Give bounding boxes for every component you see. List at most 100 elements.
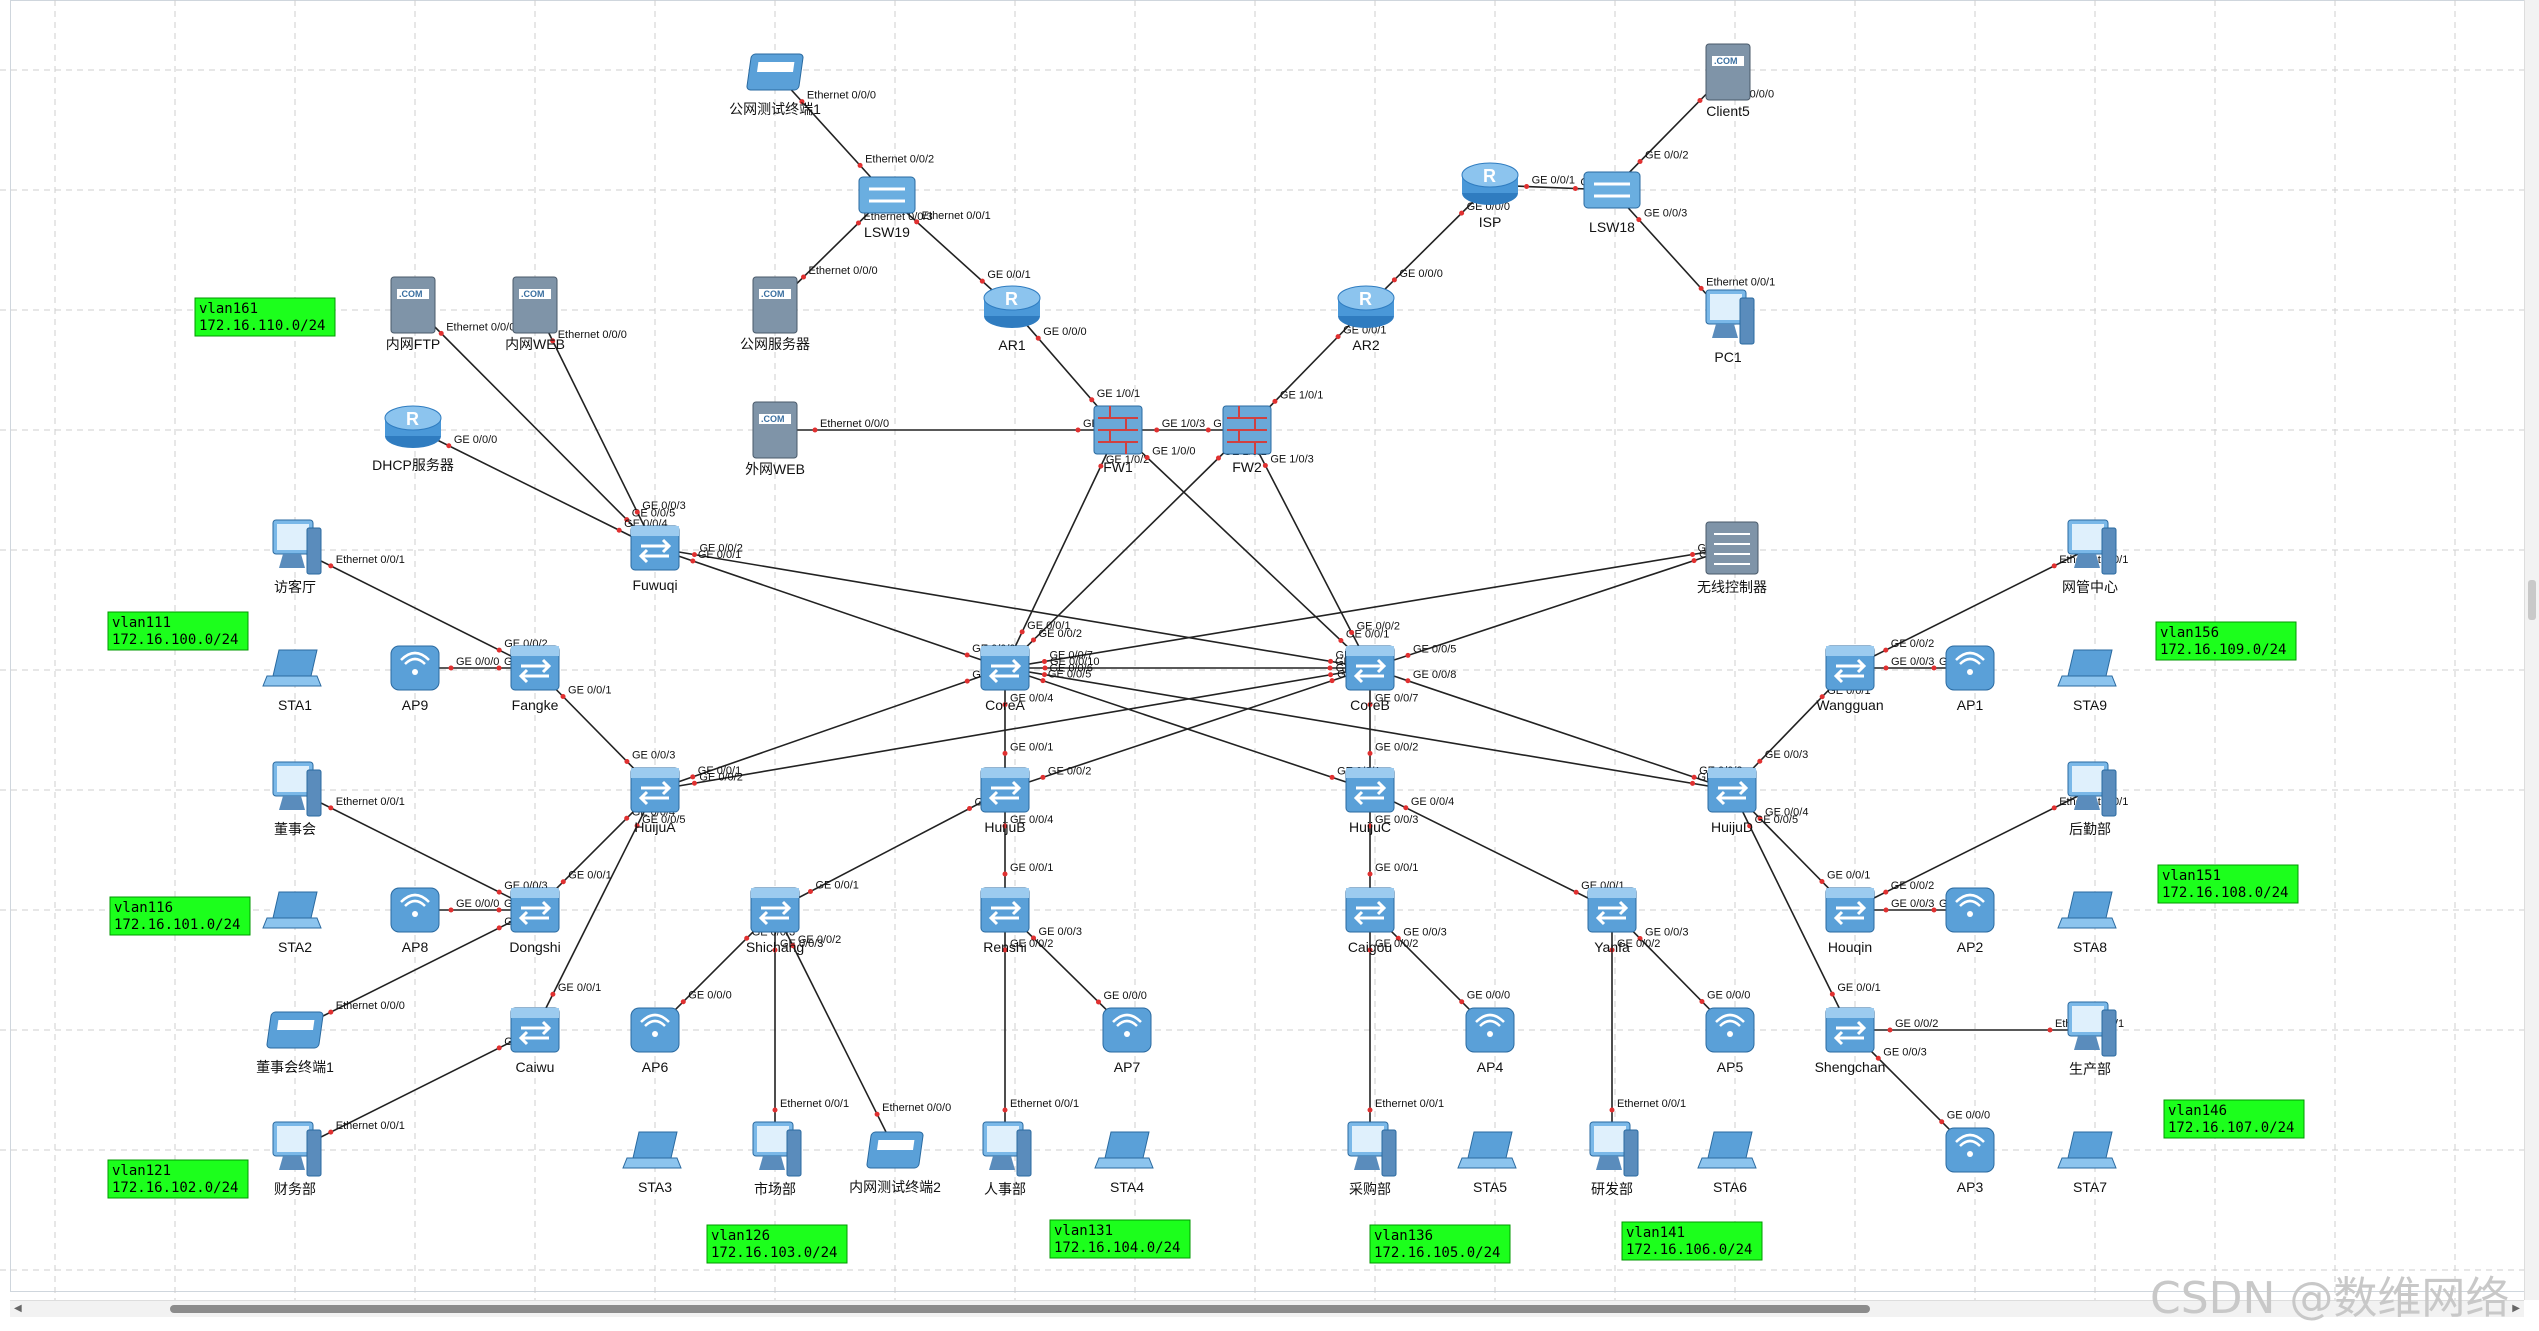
firewall-icon[interactable]: FW1 xyxy=(1093,405,1143,475)
ap-icon[interactable]: AP7 xyxy=(1102,1007,1152,1075)
pc-icon[interactable]: 生产部 xyxy=(2067,1001,2117,1077)
laptop-icon[interactable]: STA3 xyxy=(622,1131,682,1195)
ap-icon[interactable]: AP3 xyxy=(1945,1127,1995,1195)
link-corea-huiju_c[interactable] xyxy=(1004,667,1371,791)
horizontal-scroll-thumb[interactable] xyxy=(170,1305,1870,1313)
ap-icon[interactable]: AP2 xyxy=(1945,887,1995,955)
pc-icon[interactable]: 市场部 xyxy=(752,1121,802,1197)
laptop-icon[interactable]: STA4 xyxy=(1094,1131,1154,1195)
link-huiju_a-coreb[interactable] xyxy=(654,667,1371,791)
link-huiju_d-shengchan[interactable] xyxy=(1731,789,1851,1031)
link-houqin-logistics[interactable] xyxy=(1849,789,2091,911)
link-fw2-corea[interactable] xyxy=(1004,429,1248,669)
link-fuwuqi-coreb[interactable] xyxy=(654,547,1371,669)
client-icon[interactable]: 公网测试终端1 xyxy=(729,53,821,117)
switch3-icon[interactable]: Shichang xyxy=(746,887,804,955)
scroll-left-icon[interactable]: ◀ xyxy=(14,1303,22,1314)
ap-icon[interactable]: AP6 xyxy=(630,1007,680,1075)
link-wangguan-netcenter[interactable] xyxy=(1849,547,2091,669)
link-caiwu-huiju_a[interactable] xyxy=(534,789,656,1031)
link-fw1-corea[interactable] xyxy=(1004,429,1119,669)
pc-icon[interactable]: 研发部 xyxy=(1589,1121,1639,1197)
link-dhcp-fuwuqi[interactable] xyxy=(412,427,656,549)
horizontal-scrollbar[interactable]: ◀ ▶ xyxy=(10,1300,2524,1317)
switch3-icon[interactable]: Yanfa xyxy=(1587,887,1637,955)
pc-icon[interactable]: 后勤部 xyxy=(2067,761,2117,837)
link-huiju_b-shichang[interactable] xyxy=(774,789,1006,911)
vertical-scrollbar[interactable] xyxy=(2524,0,2539,1300)
laptop-icon[interactable]: STA5 xyxy=(1457,1131,1517,1195)
link-fw1-coreb[interactable] xyxy=(1117,429,1371,669)
switch3-icon[interactable]: Wangguan xyxy=(1816,645,1884,713)
switch3-icon[interactable]: HuijuC xyxy=(1345,767,1395,835)
link-intftp-fuwuqi[interactable] xyxy=(412,304,656,549)
vertical-scroll-thumb[interactable] xyxy=(2528,580,2536,620)
ap-icon[interactable]: AP8 xyxy=(390,887,440,955)
link-shichang-inttest2[interactable] xyxy=(774,909,896,1151)
link-boardterm-dongshi[interactable] xyxy=(294,909,536,1031)
link-coreb-ac[interactable] xyxy=(1369,547,1733,669)
link-board-dongshi[interactable] xyxy=(294,789,536,911)
switch3-icon[interactable]: Caiwu xyxy=(510,1007,560,1075)
switch3-icon[interactable]: HuijuB xyxy=(980,767,1030,835)
pc-icon[interactable]: PC1 xyxy=(1705,289,1755,365)
link-corea-ac[interactable] xyxy=(1004,547,1733,669)
link-corea-huiju_d[interactable] xyxy=(1004,667,1733,791)
link-finance-caiwu[interactable] xyxy=(294,1029,536,1151)
link-ar2-isp[interactable] xyxy=(1365,184,1491,309)
link-huiju_c-yanfa[interactable] xyxy=(1369,789,1613,911)
switch3-icon[interactable]: HuijuA xyxy=(630,767,680,835)
scroll-right-icon[interactable]: ▶ xyxy=(2512,1303,2520,1314)
switch3-icon[interactable]: Renshi xyxy=(980,887,1030,955)
pc-icon[interactable]: 采购部 xyxy=(1347,1121,1397,1197)
switch3-icon[interactable]: Caigou xyxy=(1345,887,1395,955)
link-visitor-fangke[interactable] xyxy=(294,547,536,669)
switch3-icon[interactable]: Fuwuqi xyxy=(630,525,680,593)
client-icon[interactable]: 董事会终端1 xyxy=(256,1011,334,1075)
ap-icon[interactable]: AP1 xyxy=(1945,645,1995,713)
link-fw2-coreb[interactable] xyxy=(1246,429,1371,669)
switch3-icon[interactable]: Shengchan xyxy=(1815,1007,1886,1075)
ac-icon[interactable]: 无线控制器 xyxy=(1697,521,1767,595)
ap-icon[interactable]: AP9 xyxy=(390,645,440,713)
client-icon[interactable]: 内网测试终端2 xyxy=(849,1131,941,1195)
link-pubtest1-lsw19[interactable] xyxy=(774,71,888,196)
switch3-icon[interactable]: CoreA xyxy=(980,645,1030,713)
laptop-icon[interactable]: STA7 xyxy=(2057,1131,2117,1195)
switch3-icon[interactable]: CoreB xyxy=(1345,645,1395,713)
switch3-icon[interactable]: Houqin xyxy=(1825,887,1875,955)
link-fuwuqi-corea[interactable] xyxy=(654,547,1006,669)
laptop-icon[interactable]: STA2 xyxy=(262,891,322,955)
pc-icon[interactable]: 人事部 xyxy=(982,1121,1032,1197)
link-lsw19-ar1[interactable] xyxy=(886,194,1013,309)
pc-icon[interactable]: 董事会 xyxy=(272,761,322,837)
firewall-icon[interactable]: FW2 xyxy=(1222,405,1272,475)
pc-icon[interactable]: 访客厅 xyxy=(272,519,322,595)
link-intweb-fuwuqi[interactable] xyxy=(534,304,656,549)
link-coreb-huiju_d[interactable] xyxy=(1369,667,1733,791)
laptop-icon[interactable]: STA9 xyxy=(2057,649,2117,713)
switch3-icon[interactable]: Fangke xyxy=(510,645,560,713)
ap-icon[interactable]: AP4 xyxy=(1465,1007,1515,1075)
switch3-icon[interactable]: HuijuD xyxy=(1707,767,1757,835)
laptop-icon[interactable]: STA1 xyxy=(262,649,322,713)
ap-icon[interactable]: AP5 xyxy=(1705,1007,1755,1075)
switch2-icon[interactable]: LSW18 xyxy=(1583,171,1641,235)
laptop-icon[interactable]: STA8 xyxy=(2057,891,2117,955)
link-huiju_a-corea[interactable] xyxy=(654,667,1006,791)
pc-icon[interactable]: 网管中心 xyxy=(2062,519,2118,595)
pc-icon[interactable]: 财务部 xyxy=(272,1121,322,1197)
switch2-icon[interactable]: LSW19 xyxy=(858,176,916,240)
switch3-icon[interactable]: Dongshi xyxy=(509,887,561,955)
